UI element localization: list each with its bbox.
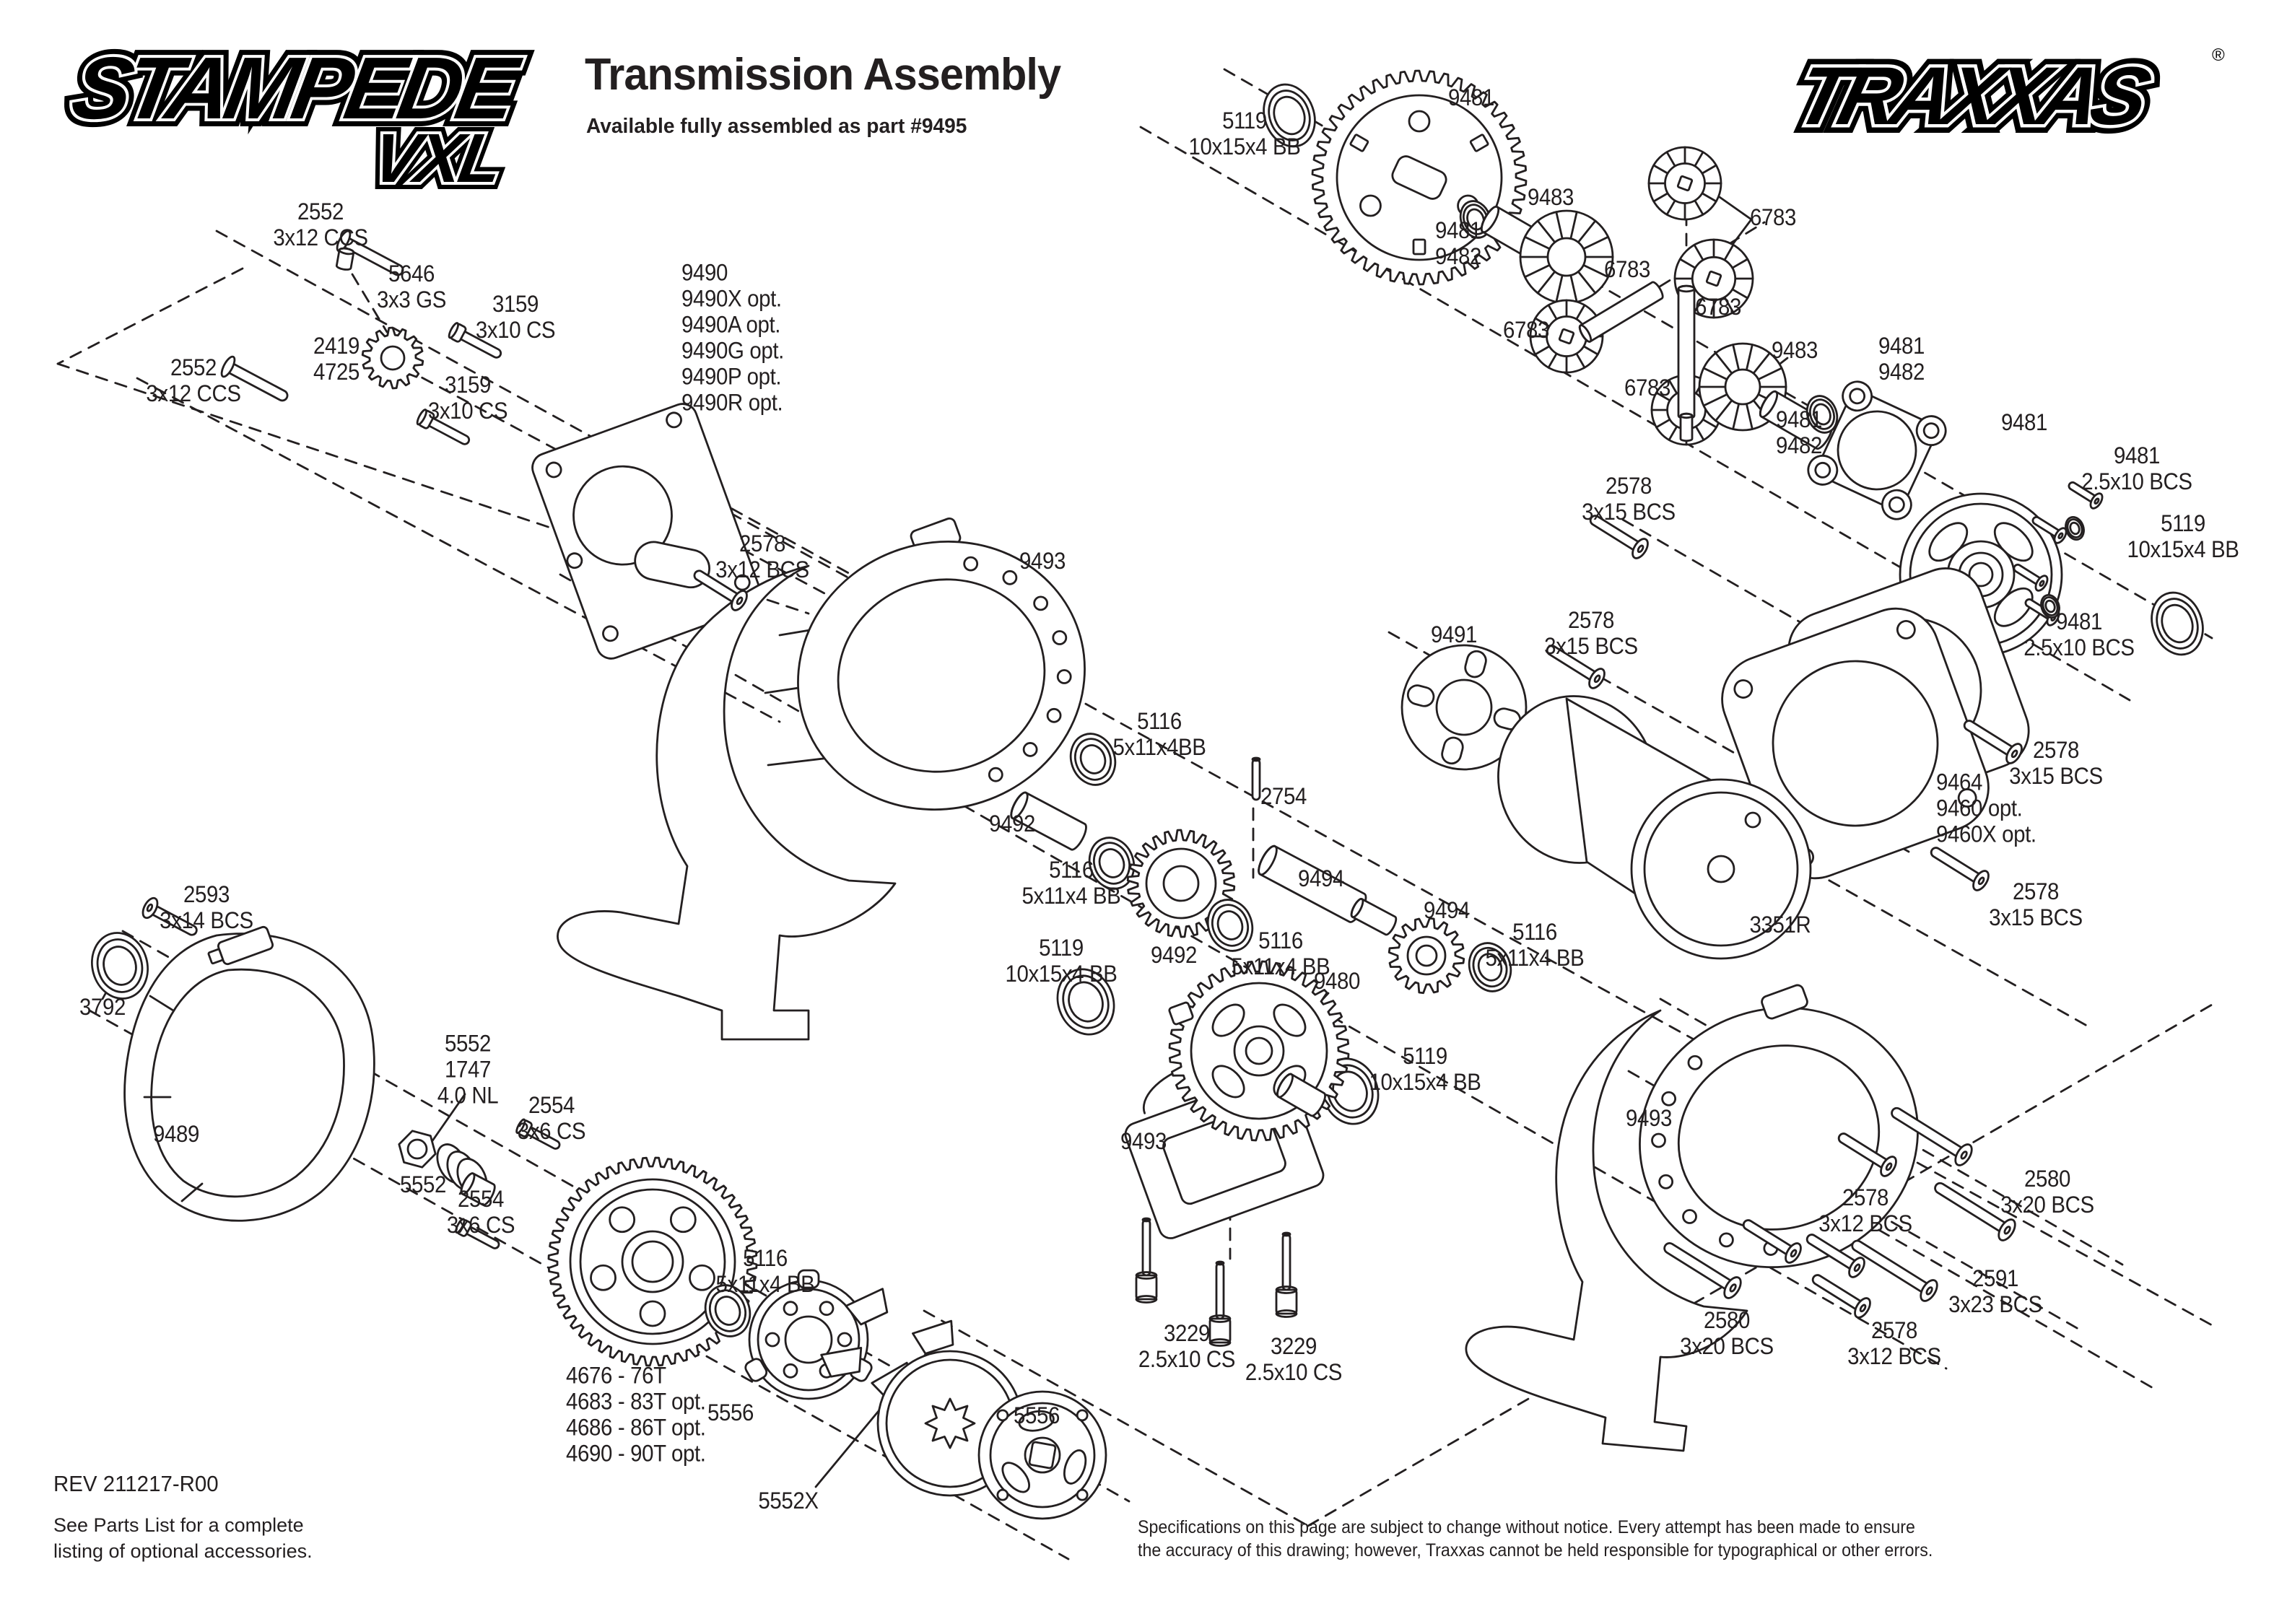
- page-title: Transmission Assembly: [585, 49, 1061, 100]
- svg-text:TRAXXAS: TRAXXAS: [1787, 50, 2159, 142]
- svg-text:STAMPEDE: STAMPEDE: [65, 40, 528, 138]
- revision-text: REV 211217-R00: [53, 1472, 219, 1497]
- svg-text:VXL: VXL: [367, 119, 507, 197]
- svg-text:TRAXXAS: TRAXXAS: [1787, 50, 2159, 142]
- svg-text:VXL: VXL: [367, 119, 507, 197]
- stampede-vxl-logo: STAMPEDE STAMPEDE STAMPEDE VXL VXL VXL: [52, 32, 572, 204]
- logo-text-outline: STAMPEDE: [65, 40, 528, 138]
- traxxas-logo: TRAXXAS TRAXXAS TRAXXAS ®: [1778, 35, 2226, 165]
- svg-text:STAMPEDE: STAMPEDE: [65, 40, 528, 138]
- svg-text:VXL: VXL: [367, 119, 507, 197]
- svg-text:TRAXXAS: TRAXXAS: [1787, 50, 2159, 142]
- parts-list-note: See Parts List for a complete listing of…: [53, 1514, 313, 1563]
- registered-mark: ®: [2212, 45, 2225, 65]
- disclaimer-text: Specifications on this page are subject …: [1138, 1517, 1933, 1561]
- page-subtitle: Available fully assembled as part #9495: [586, 115, 967, 139]
